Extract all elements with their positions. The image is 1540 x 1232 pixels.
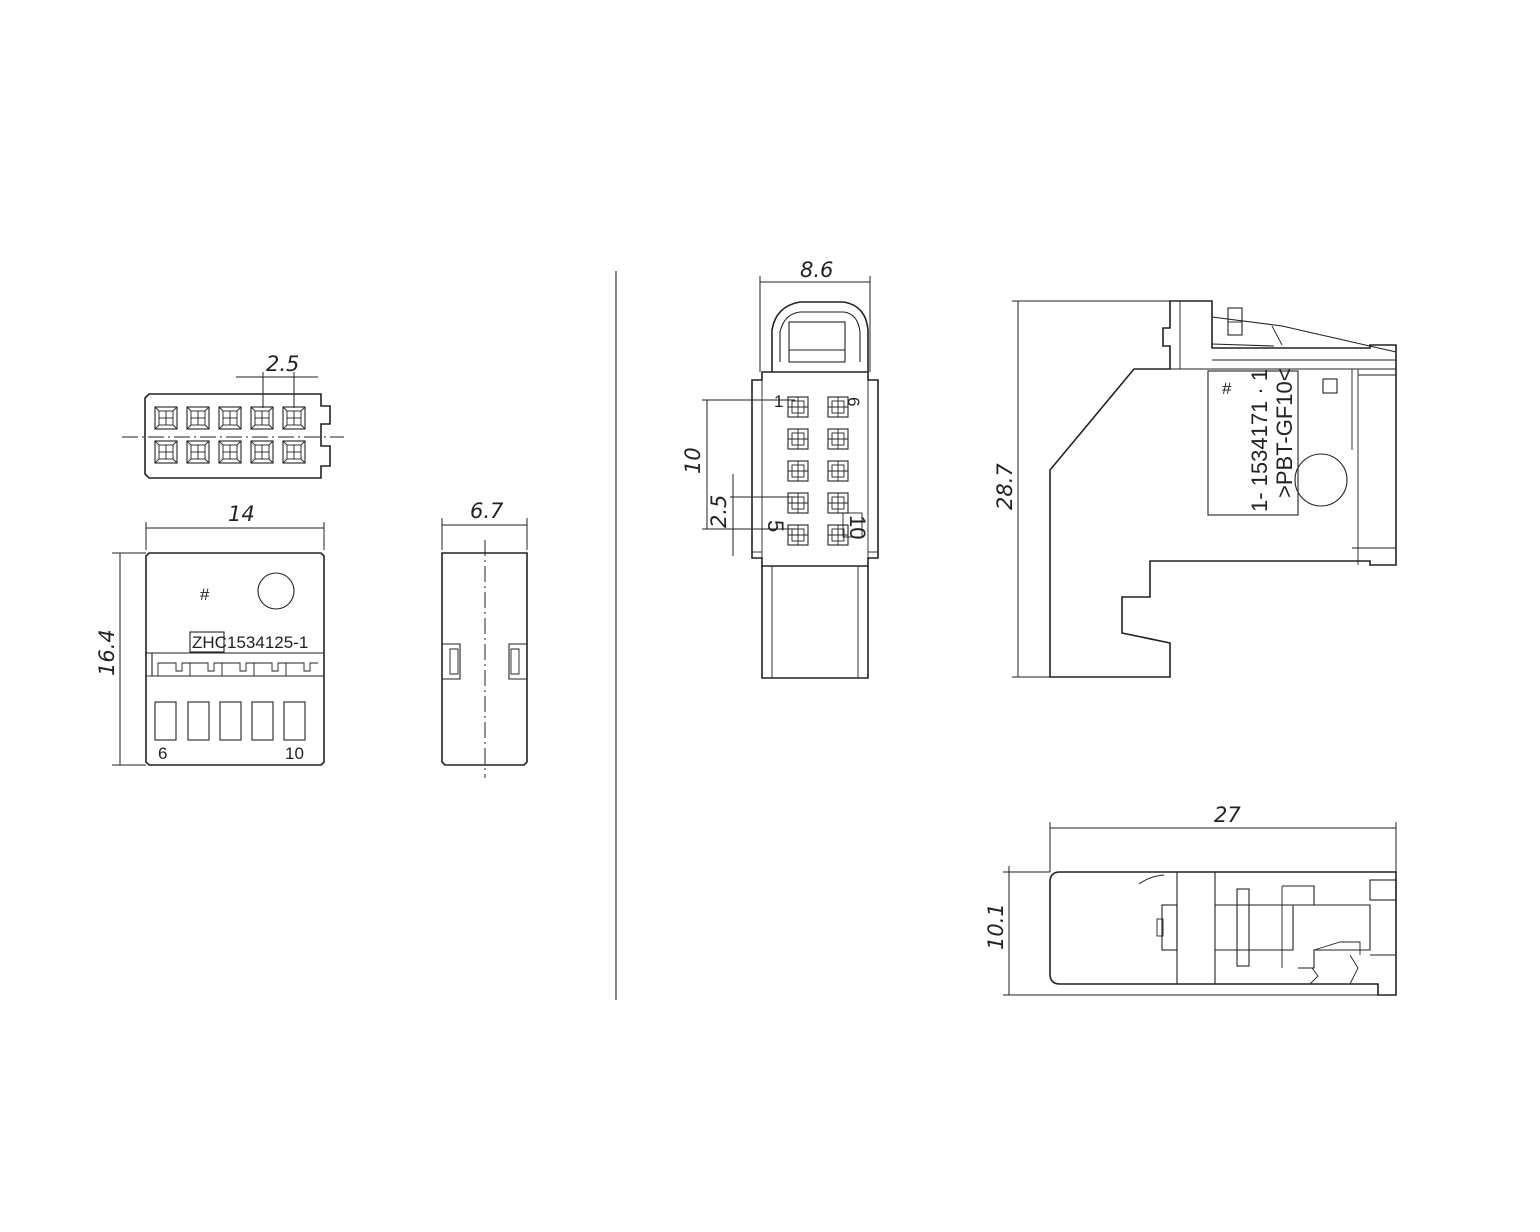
dim-bottom-length: 27 [1214,803,1241,827]
plug-cavity [250,440,274,464]
header-pin-1: 1 [774,392,783,411]
plug-side-view: 6.7 [441,499,528,778]
plug-cavity [154,406,178,430]
header-pin [827,460,849,482]
dim-header-pitch: 2.5 [707,495,731,528]
plug-cavity [186,406,210,430]
header-pin [787,524,809,546]
dim-side-width: 6.7 [470,499,504,523]
dim-bottom-height: 10.1 [984,903,1008,950]
part-number-header: 1- 1534171 · 1 [1247,369,1272,512]
plug-front-view: # ZHC 1534125-1 6 10 14 16 [95,502,325,766]
dim-front-pitch: 2.5 [266,352,299,376]
plug-cavity [250,406,274,430]
header-pin [787,396,809,418]
dim-right-height: 28.7 [993,463,1017,510]
plug-cavity [218,440,242,464]
latch-teeth [157,662,318,676]
header-pin [827,524,849,546]
plug-cavity [282,440,306,464]
header-pin [827,428,849,450]
header-pin-6: 6 [844,397,863,406]
header-pin [827,492,849,514]
dim-header-span: 10 [681,447,705,474]
plug-cavities [154,406,306,464]
dim-header-width: 8.6 [800,258,833,282]
header-pins [787,396,849,546]
header-pin-5: 5 [763,520,788,532]
header-pin-10: 10 [845,515,870,539]
header-bottom-view: 27 10.1 [984,803,1397,996]
plug-cavity [154,440,178,464]
dim-front-height: 16.4 [95,629,119,676]
plug-top-view: 2.5 [122,352,344,479]
header-pin [827,396,849,418]
plug-cavity [282,406,306,430]
header-pin [787,460,809,482]
header-pin [787,492,809,514]
header-side-view: # 1- 1534171 · 1 >PBT-GF10< 28.7 [993,300,1397,678]
dim-front-width: 14 [228,502,255,526]
plug-cavity [186,440,210,464]
material-label: >PBT-GF10< [1272,368,1297,498]
pin-label-6: 6 [158,744,167,763]
plug-cavity [218,406,242,430]
header-pin [787,428,809,450]
brand-label: ZHC [192,633,227,652]
hash-mark-header: # [1222,379,1232,398]
part-number-plug: 1534125-1 [227,633,308,652]
hash-mark-plug: # [200,585,210,604]
pin-label-10: 10 [285,744,304,763]
header-front-view: 1 6 5 10 8.6 10 2.5 [681,258,879,679]
